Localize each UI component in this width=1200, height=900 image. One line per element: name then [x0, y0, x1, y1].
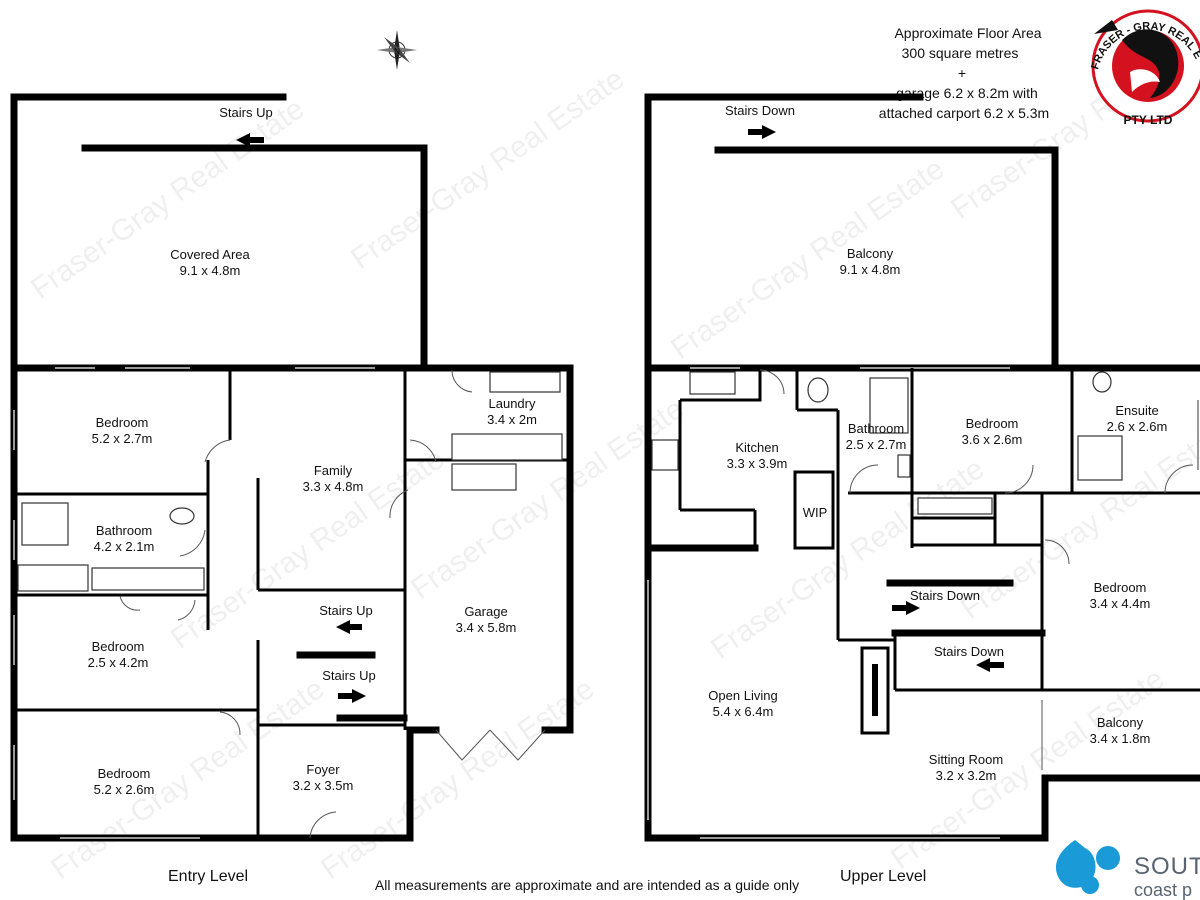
brand-main-text: SOUT	[1134, 853, 1200, 880]
room-size: 3.4 x 4.4m	[1090, 596, 1151, 611]
room-size: 5.2 x 2.6m	[94, 782, 155, 797]
stairs-label: Stairs Up	[322, 668, 375, 683]
room-name: Bedroom	[96, 415, 149, 430]
room-size: 9.1 x 4.8m	[180, 263, 241, 278]
stairs-arrow-left	[336, 620, 362, 634]
room-size: 2.5 x 2.7m	[846, 437, 907, 452]
room-size: 9.1 x 4.8m	[840, 262, 901, 277]
room-size: 5.4 x 6.4m	[713, 704, 774, 719]
upper-level-plan: Stairs Down Balcony 9.1 x 4.8m Kitchen 3…	[644, 93, 1200, 885]
room-size: 2.5 x 4.2m	[88, 655, 149, 670]
room-name: Open Living	[708, 688, 777, 703]
brand-logo: SOUT coast p	[1055, 840, 1200, 900]
room-name: Bedroom	[92, 639, 145, 654]
room-size: 3.3 x 3.9m	[727, 456, 788, 471]
room-name: Laundry	[489, 396, 536, 411]
watermark-text: Fraser-Gray Real Estate	[885, 662, 1170, 875]
brand-sub-text: coast p	[1134, 880, 1192, 900]
upper-level-title: Upper Level	[840, 868, 926, 885]
room-name: Ensuite	[1115, 403, 1158, 418]
watermark-text: Fraser-Gray Real Estate	[665, 152, 950, 365]
room-size: 5.2 x 2.7m	[92, 431, 153, 446]
room-size: 3.4 x 5.8m	[456, 620, 517, 635]
floor-area-title: Approximate Floor Area	[894, 25, 1041, 41]
floor-area-plus: +	[958, 65, 966, 81]
stairs-label: Stairs Up	[219, 105, 272, 120]
logo-bottom-text: PTY LTD	[1124, 113, 1173, 127]
stairs-arrow-right	[748, 125, 776, 139]
room-size: 3.2 x 3.5m	[293, 778, 354, 793]
room-name: Bedroom	[98, 766, 151, 781]
room-name: Balcony	[847, 246, 894, 261]
watermark-text: Fraser-Gray Real Estate	[315, 672, 600, 885]
room-size: 2.6 x 2.6m	[1107, 419, 1168, 434]
room-name: Bathroom	[96, 523, 152, 538]
stairs-arrow-right	[892, 601, 920, 615]
watermark-text: Fraser-Gray Real Estate	[25, 92, 310, 305]
room-name: Kitchen	[735, 440, 778, 455]
floor-area-summary: Approximate Floor Area 300 square metres…	[879, 25, 1049, 121]
room-size: 3.6 x 2.6m	[962, 432, 1023, 447]
room-name: Sitting Room	[929, 752, 1003, 767]
watermark-text: Fraser-Gray Real Estate	[45, 672, 330, 885]
floor-area-value: 300 square metres	[902, 45, 1019, 61]
stairs-arrow-left	[236, 133, 264, 147]
entry-level-plan: Stairs Up Covered Area 9.1 x 4.8m Bedroo…	[10, 93, 574, 885]
room-name: WIP	[803, 505, 828, 520]
room-name: Bathroom	[848, 421, 904, 436]
room-name: Balcony	[1097, 715, 1144, 730]
carport-size-line: attached carport 6.2 x 5.3m	[879, 105, 1049, 121]
stairs-label: Stairs Up	[319, 603, 372, 618]
watermark-text: Fraser-Gray Real Estate	[345, 62, 630, 275]
stairs-label: Stairs Down	[910, 588, 980, 603]
entry-level-title: Entry Level	[168, 868, 248, 885]
room-name: Foyer	[306, 762, 340, 777]
room-name: Garage	[464, 604, 507, 619]
disclaimer: All measurements are approximate and are…	[375, 877, 799, 893]
room-size: 4.2 x 2.1m	[94, 539, 155, 554]
room-size: 3.2 x 3.2m	[936, 768, 997, 783]
room-name: Covered Area	[170, 247, 250, 262]
room-name: Bedroom	[1094, 580, 1147, 595]
room-size: 3.3 x 4.8m	[303, 479, 364, 494]
compass: N	[377, 30, 417, 70]
garage-size-line: garage 6.2 x 8.2m with	[896, 85, 1038, 101]
room-name: Family	[314, 463, 353, 478]
room-name: Bedroom	[966, 416, 1019, 431]
room-size: 3.4 x 1.8m	[1090, 731, 1151, 746]
watermark: Fraser-Gray Real Estate Fraser-Gray Real…	[25, 12, 1200, 885]
stairs-label: Stairs Down	[725, 103, 795, 118]
stairs-arrow-left	[976, 658, 1004, 672]
room-size: 3.4 x 2m	[487, 412, 537, 427]
stairs-label: Stairs Down	[934, 644, 1004, 659]
compass-label: N	[394, 47, 400, 56]
stairs-arrow-right	[338, 689, 366, 703]
